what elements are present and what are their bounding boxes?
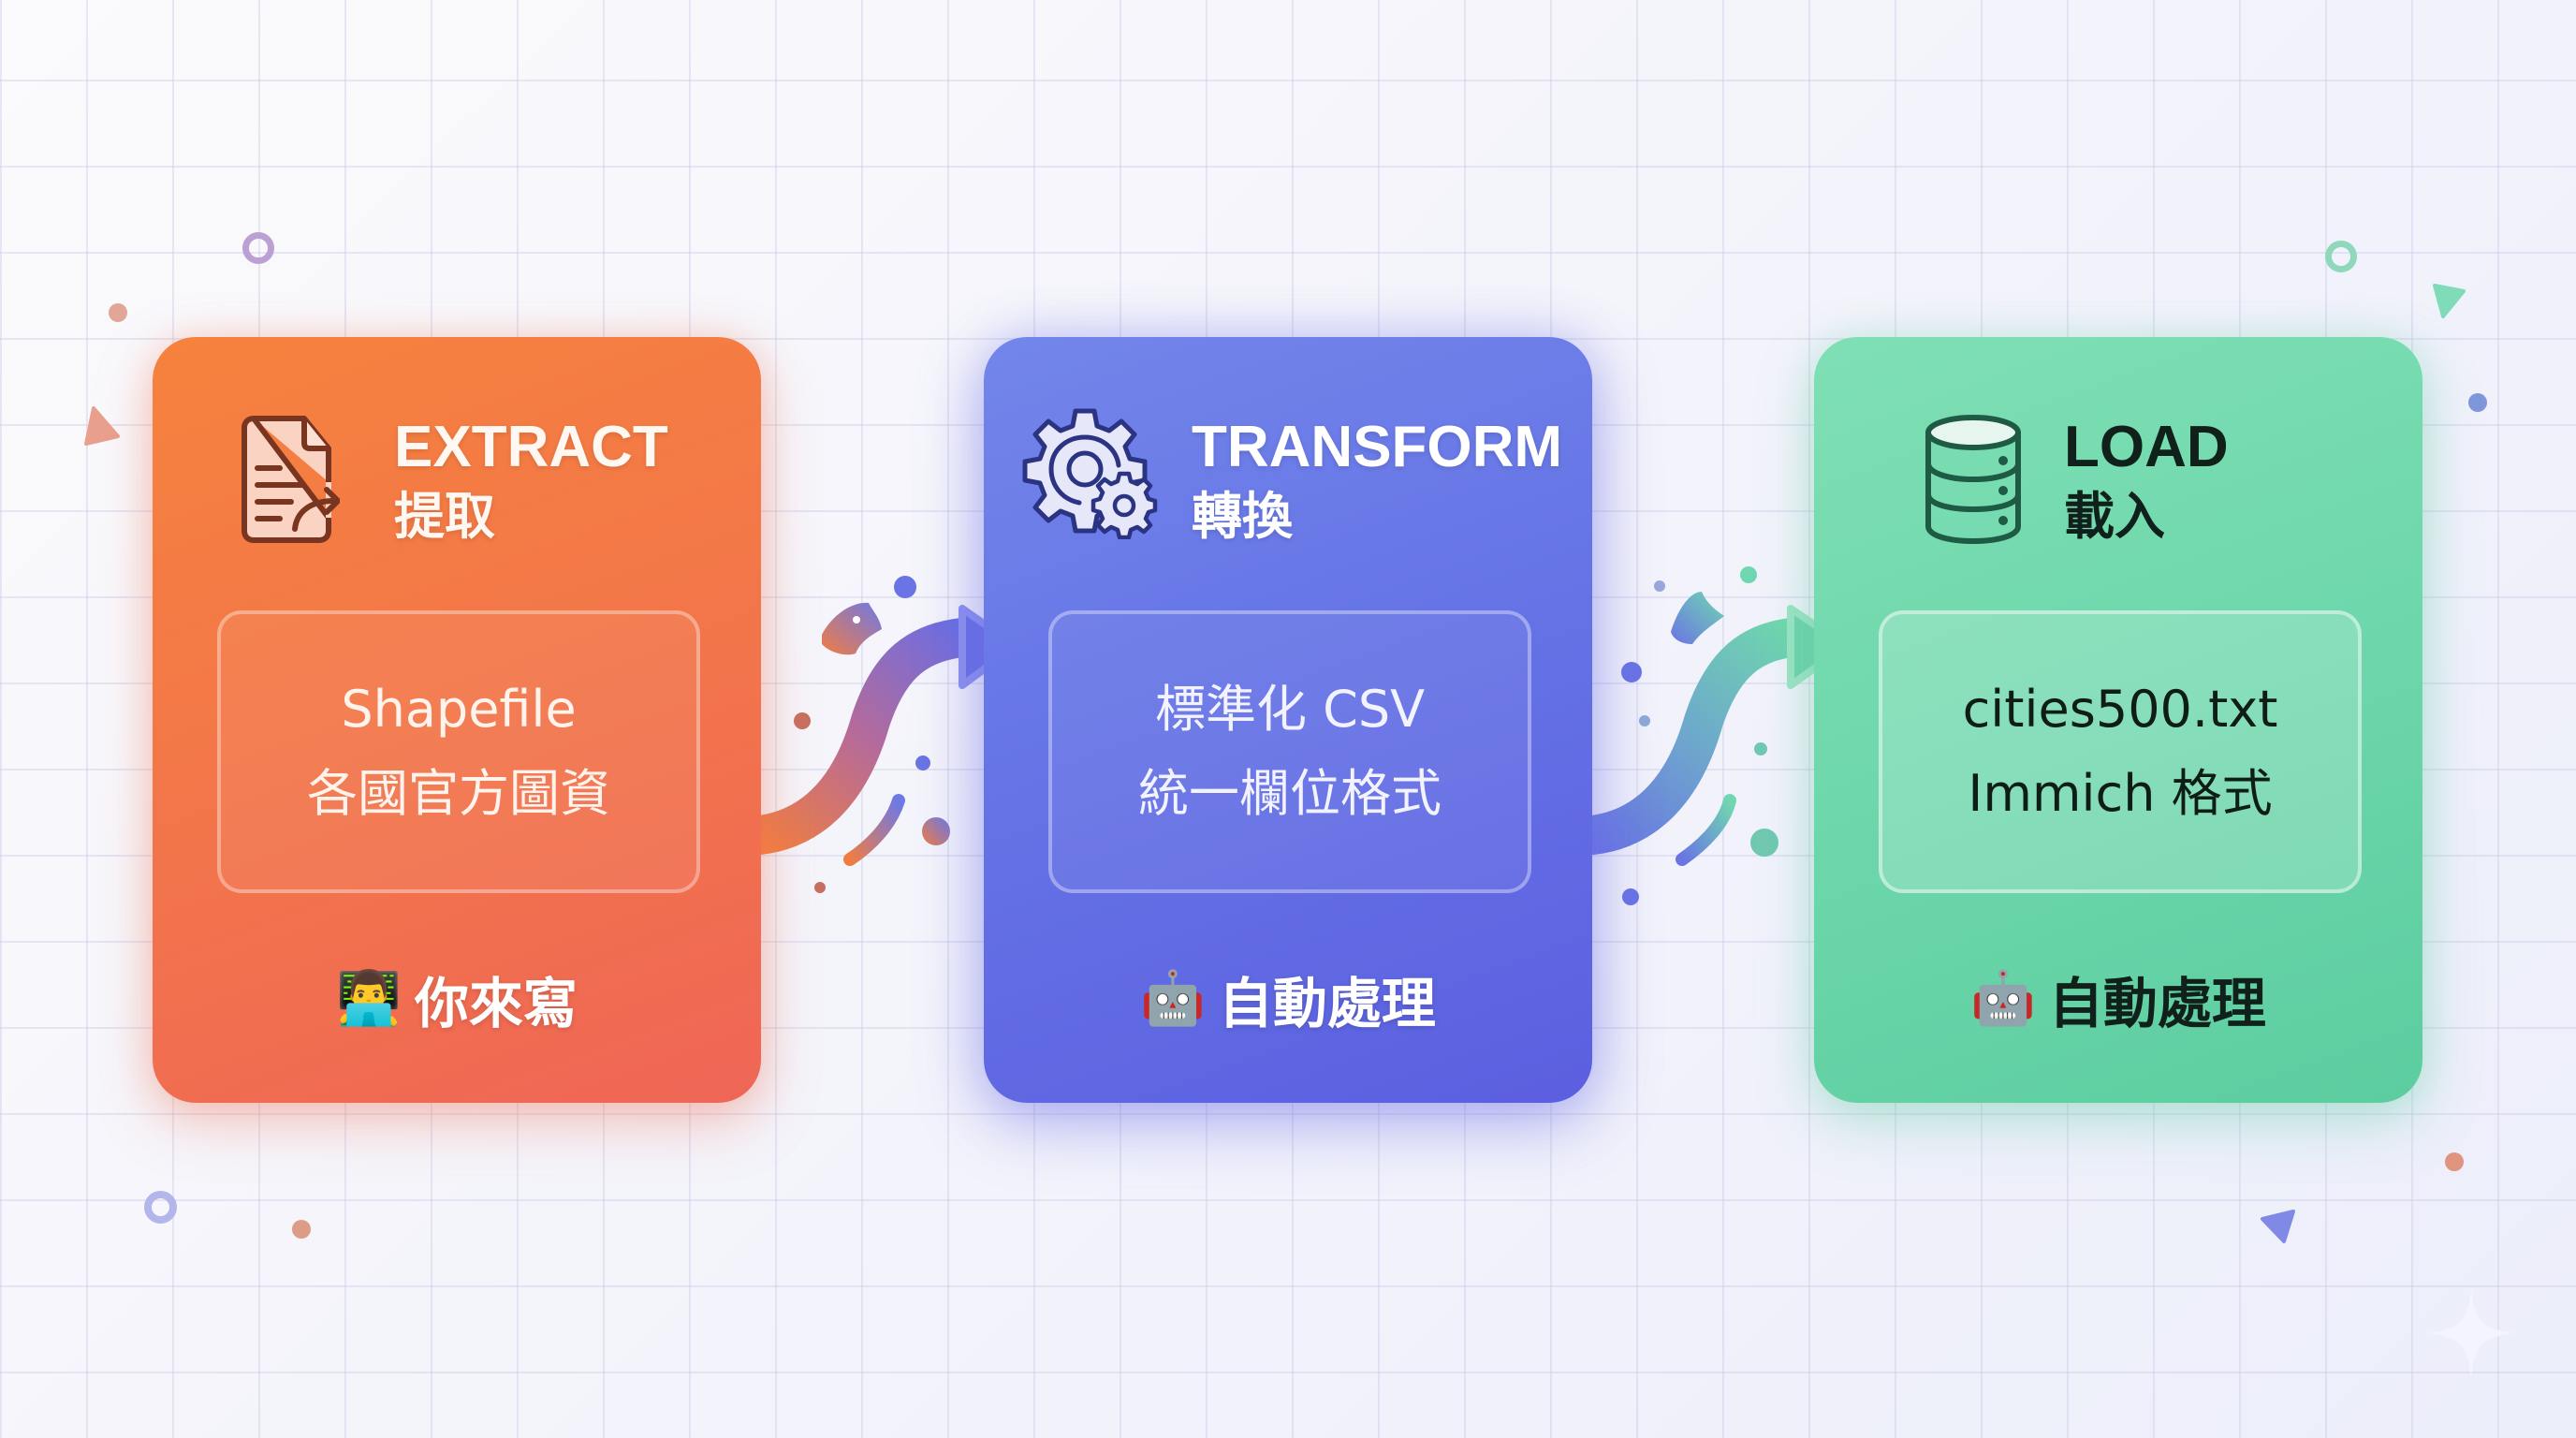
stage-content-line: Immich 格式 [1968,764,2273,823]
decor-triangle-icon [2261,1210,2295,1243]
decor-ring-icon [144,1191,177,1224]
stage-card-transform: TRANSFORM 轉換 標準化 CSV 統一欄位格式 🤖 自動處理 [984,337,1592,1103]
decor-ring-icon [242,232,274,264]
technologist-icon: 👨‍💻 [336,968,402,1029]
stage-content-line: 各國官方圖資 [307,764,610,823]
stage-title: TRANSFORM 轉換 [1192,414,1562,552]
sparkle-icon [2426,1288,2516,1378]
stage-content-line: 標準化 CSV [1154,680,1426,739]
decor-dot-icon [292,1220,311,1239]
stage-content-box: Shapefile 各國官方圖資 [217,610,700,893]
stage-title: EXTRACT 提取 [394,414,668,552]
stage-owner: 🤖 自動處理 [984,966,1592,1035]
gears-icon [1022,408,1158,539]
document-export-icon [242,416,340,543]
stage-title-zh: 提取 [394,487,495,546]
stage-owner: 🤖 自動處理 [1814,966,2422,1035]
stage-content-line: cities500.txt [1962,680,2278,739]
stage-title: LOAD 載入 [2064,414,2229,552]
robot-icon: 🤖 [1970,968,2036,1029]
decor-triangle-icon [2433,284,2466,318]
stage-content-line: 統一欄位格式 [1138,764,1442,823]
stage-card-extract: EXTRACT 提取 Shapefile 各國官方圖資 👨‍💻 你來寫 [153,337,761,1103]
stage-title-zh: 載入 [2064,487,2165,546]
stage-content-box: cities500.txt Immich 格式 [1879,610,2362,893]
decor-ring-icon [2325,241,2357,272]
stage-card-load: LOAD 載入 cities500.txt Immich 格式 🤖 自動處理 [1814,337,2422,1103]
stage-content-box: 標準化 CSV 統一欄位格式 [1048,610,1531,893]
stage-owner-label: 你來寫 [414,972,578,1035]
decor-dot-icon [2468,393,2487,412]
decor-dot-icon [109,303,127,322]
stage-title-en: TRANSFORM [1192,415,1563,479]
stage-owner-label: 自動處理 [1218,972,1436,1035]
stage-owner-label: 自動處理 [2048,972,2266,1035]
stage-title-zh: 轉換 [1192,487,1293,546]
decor-dot-icon [2445,1152,2464,1171]
robot-icon: 🤖 [1140,968,1206,1029]
stage-content-line: Shapefile [341,680,577,739]
stage-title-en: LOAD [2064,415,2229,479]
stage-owner: 👨‍💻 你來寫 [153,966,761,1035]
stage-title-en: EXTRACT [394,415,668,479]
database-icon [1925,415,2021,545]
decor-triangle-icon [84,406,120,446]
